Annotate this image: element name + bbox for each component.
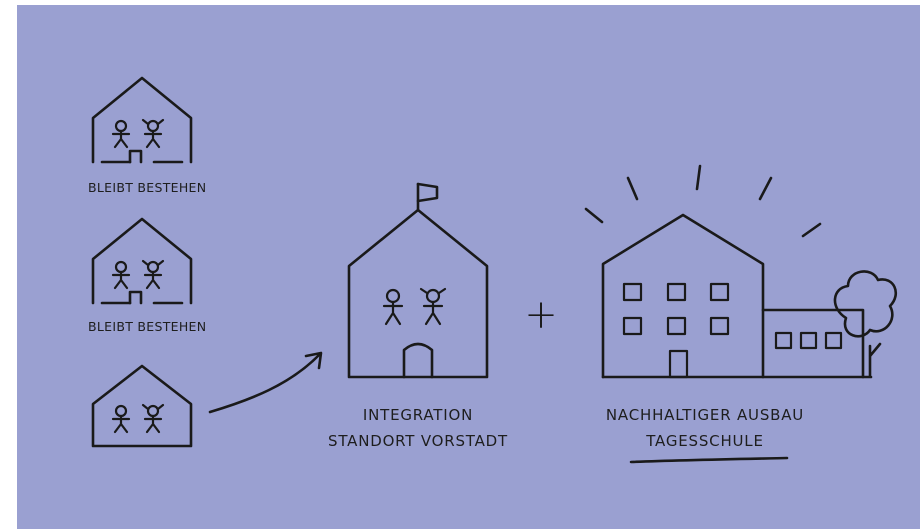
- integration-line1: INTEGRATION: [363, 406, 473, 424]
- diagram-panel: [17, 5, 920, 529]
- child-icon: [111, 119, 131, 149]
- school-outline: [347, 208, 489, 379]
- house-outline: [91, 364, 193, 448]
- central-school: INTEGRATION STANDORT VORSTADT: [328, 182, 508, 450]
- child-icon: [111, 260, 131, 290]
- tree-icon: [833, 270, 897, 378]
- main-building-outline: [601, 213, 765, 379]
- girl-icon: [141, 118, 165, 149]
- expansion-line1: NACHHALTIGER AUSBAU: [606, 406, 804, 424]
- small-house-2: BLEIBT BESTEHEN: [88, 217, 206, 334]
- day-school-building: NACHHALTIGER AUSBAU TAGESSCHULE: [584, 164, 897, 464]
- shine-rays-icon: [584, 164, 822, 238]
- girl-icon: [141, 259, 165, 290]
- annex-outline: [761, 308, 865, 379]
- door-icon: [128, 290, 143, 305]
- girl-icon: [419, 287, 447, 326]
- door-icon: [668, 349, 689, 379]
- house-outline: [91, 217, 193, 305]
- window-grid: [622, 282, 730, 336]
- annex-windows: [774, 331, 843, 350]
- caption-underline: [629, 456, 789, 464]
- house-label: BLEIBT BESTEHEN: [88, 180, 206, 195]
- child-icon: [382, 288, 404, 326]
- integration-line2: STANDORT VORSTADT: [328, 432, 508, 450]
- child-icon: [111, 404, 131, 434]
- small-house-1: BLEIBT BESTEHEN: [88, 76, 206, 195]
- girl-icon: [141, 403, 165, 434]
- house-outline: [91, 76, 193, 164]
- plus-sign: +: [524, 292, 558, 338]
- arrow-icon: [208, 351, 323, 414]
- door-icon: [128, 149, 143, 164]
- expansion-line2: TAGESSCHULE: [645, 432, 764, 450]
- small-house-3: [91, 364, 193, 448]
- flag-icon: [416, 182, 439, 203]
- door-icon: [402, 342, 434, 379]
- house-label: BLEIBT BESTEHEN: [88, 319, 206, 334]
